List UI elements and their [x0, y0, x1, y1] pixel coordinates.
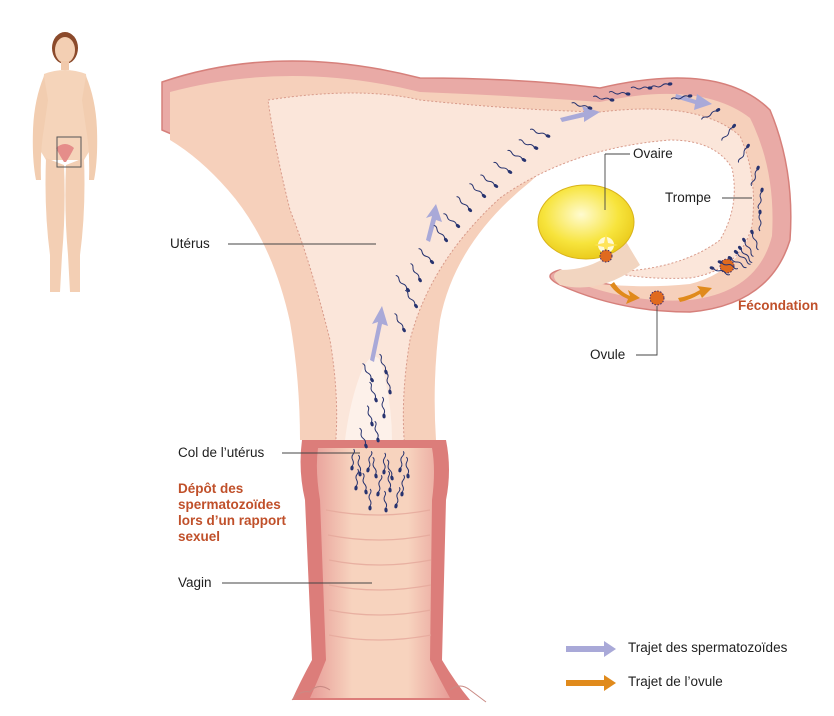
label-ovary: Ovaire [633, 146, 673, 162]
vagina-illustration [292, 440, 486, 702]
legend-item-ovum-path: Trajet de l’ovule [620, 674, 723, 689]
legend-arrow-sperm-icon [566, 641, 616, 657]
uterus-illustration [162, 61, 791, 450]
legend-arrow-ovum-icon [566, 675, 616, 691]
label-cervix: Col de l’utérus [178, 445, 264, 461]
legend-item-sperm-path: Trajet des spermatozoïdes [620, 640, 787, 655]
label-tube: Trompe [665, 190, 711, 206]
label-vagina: Vagin [178, 575, 212, 591]
label-uterus: Utérus [170, 236, 210, 252]
note-sperm-deposit: Dépôt des spermatozoïdes lors d’un rappo… [178, 481, 286, 545]
female-body-silhouette-icon [33, 32, 97, 292]
note-fertilization: Fécondation [738, 298, 818, 314]
legend-label-sperm-path: Trajet des spermatozoïdes [628, 640, 787, 655]
legend-label-ovum-path: Trajet de l’ovule [628, 674, 723, 689]
leader-ovum [636, 306, 657, 355]
label-ovum: Ovule [590, 347, 625, 363]
